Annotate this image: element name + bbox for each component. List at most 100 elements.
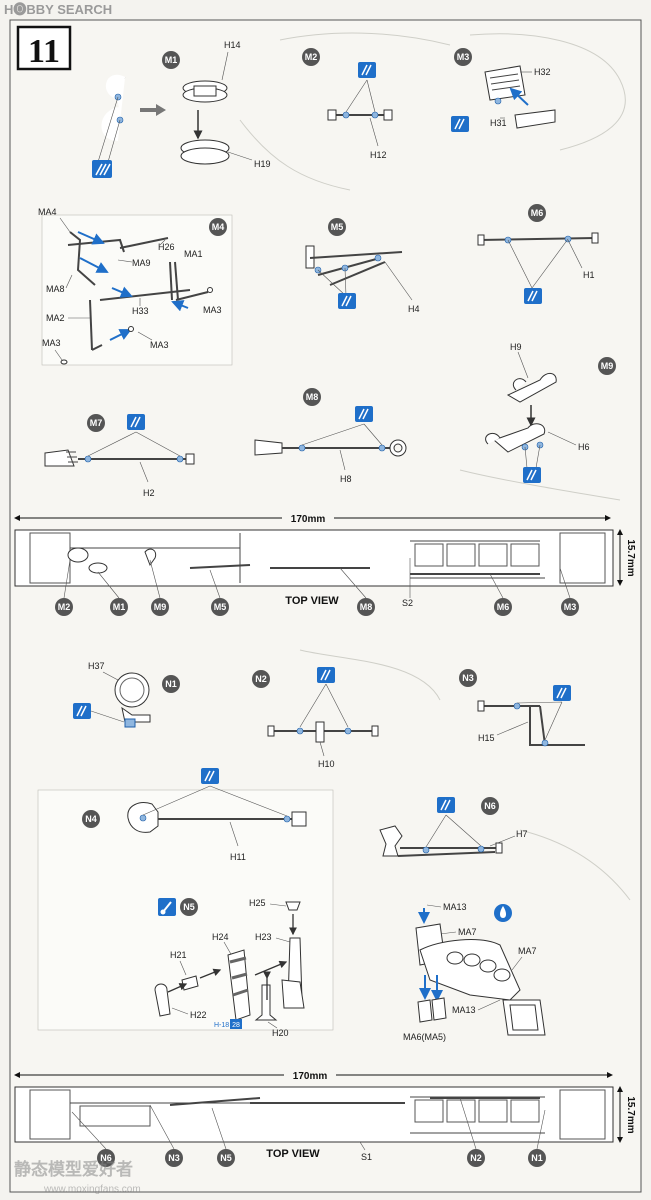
svg-text:N2: N2 [470, 1153, 482, 1163]
svg-text:MA13: MA13 [443, 902, 467, 912]
svg-text:H10: H10 [318, 759, 335, 769]
step-m9: M9 H9 H6 [485, 342, 616, 483]
svg-text:N5: N5 [220, 1153, 232, 1163]
step-n2: N2 H10 [252, 667, 379, 769]
svg-text:www.moxingfans.com: www.moxingfans.com [43, 1184, 141, 1195]
svg-text:N4: N4 [85, 814, 97, 824]
svg-text:M1: M1 [165, 55, 178, 65]
brand-logo: H🅞BBY SEARCH [0, 0, 170, 18]
svg-text:MA8: MA8 [46, 284, 65, 294]
step-m1: M1 H14 H19 [92, 40, 271, 178]
svg-text:H7: H7 [516, 829, 528, 839]
top-view-2: 170mm 15.7mm TOP VIEW S1 N6 N3 N5 N2 N1 [14, 1068, 636, 1167]
step-m4: M4 MA4 H26 MA1 MA9 MA8 H33 MA3 MA2 MA3 M… [38, 207, 227, 365]
glue-icon [355, 406, 373, 422]
svg-text:N1: N1 [531, 1153, 543, 1163]
svg-text:M6: M6 [497, 602, 510, 612]
svg-text:MA3: MA3 [42, 338, 61, 348]
svg-text:N3: N3 [168, 1153, 180, 1163]
svg-text:15.7mm: 15.7mm [625, 1096, 636, 1133]
svg-text:M2: M2 [305, 52, 318, 62]
svg-text:静态模型爱好者: 静态模型爱好者 [14, 1159, 133, 1180]
svg-text:15.7mm: 15.7mm [625, 539, 636, 576]
svg-text:H12: H12 [370, 150, 387, 160]
glue-icon [338, 293, 356, 309]
step-m8: M8 H8 [254, 388, 407, 484]
svg-text:N2: N2 [255, 674, 267, 684]
top-view-2-badges: N6 N3 N5 N2 N1 [71, 1097, 546, 1167]
svg-text:11: 11 [28, 33, 60, 70]
svg-text:M6: M6 [531, 208, 544, 218]
glue-icon [451, 116, 469, 132]
watermark: 静态模型爱好者 www.moxingfans.com [14, 1159, 141, 1195]
svg-text:M2: M2 [58, 602, 71, 612]
badge-m1 [162, 51, 180, 69]
svg-text:S1: S1 [361, 1152, 372, 1162]
step-m2: M2 H12 [302, 48, 393, 160]
svg-text:H2: H2 [143, 488, 155, 498]
step-m7: M7 H2 [44, 414, 195, 498]
glue-icon [358, 62, 376, 78]
svg-text:H37: H37 [88, 661, 105, 671]
svg-text:H23: H23 [255, 932, 272, 942]
svg-text:MA13: MA13 [452, 1005, 476, 1015]
svg-text:S2: S2 [402, 598, 413, 608]
step-n5: N5 H25 H24 H23 H21 H22 H20 H-18 28 [154, 898, 305, 1038]
svg-text:H6: H6 [578, 442, 590, 452]
glue-icon [127, 414, 145, 430]
paint-icon [158, 898, 176, 916]
svg-text:170mm: 170mm [291, 514, 326, 525]
svg-text:M8: M8 [360, 602, 373, 612]
step-n3: N3 H15 [459, 669, 585, 747]
svg-text:H21: H21 [170, 950, 187, 960]
svg-text:H9: H9 [510, 342, 522, 352]
background-sketch [37, 32, 631, 1031]
svg-text:M8: M8 [306, 392, 319, 402]
svg-text:H11: H11 [230, 852, 246, 862]
glue-icon [317, 667, 335, 683]
svg-text:H1: H1 [583, 270, 595, 280]
svg-text:M9: M9 [601, 361, 614, 371]
svg-text:H32: H32 [534, 67, 551, 77]
svg-text:MA7: MA7 [518, 946, 537, 956]
svg-text:H19: H19 [254, 159, 271, 169]
svg-text:N3: N3 [462, 673, 474, 683]
top-view-1-badges: M2 M1 M9 M5 M8 M6 M3 [55, 559, 579, 616]
glue-icon [92, 160, 112, 178]
svg-text:H24: H24 [212, 932, 229, 942]
svg-text:H-18: H-18 [214, 1022, 229, 1029]
svg-text:N1: N1 [165, 679, 177, 689]
svg-text:M9: M9 [154, 602, 167, 612]
svg-text:MA3: MA3 [203, 305, 222, 315]
svg-text:N6: N6 [100, 1153, 112, 1163]
svg-text:H20: H20 [272, 1028, 289, 1038]
svg-text:TOP VIEW: TOP VIEW [285, 595, 339, 607]
glue-icon [201, 768, 219, 784]
svg-text:H14: H14 [224, 40, 241, 50]
svg-text:M7: M7 [90, 418, 103, 428]
svg-text:H8: H8 [340, 474, 352, 484]
svg-text:28: 28 [232, 1022, 240, 1029]
glue-icon [73, 703, 91, 719]
svg-text:H33: H33 [132, 306, 149, 316]
glue-icon [553, 685, 571, 701]
svg-text:H15: H15 [478, 733, 495, 743]
svg-text:M3: M3 [457, 52, 470, 62]
svg-text:H🅞BBY SEARCH: H🅞BBY SEARCH [4, 2, 112, 17]
svg-text:MA7: MA7 [458, 927, 477, 937]
svg-text:MA4: MA4 [38, 207, 57, 217]
svg-text:M5: M5 [214, 602, 227, 612]
svg-text:M3: M3 [564, 602, 577, 612]
step-m5: M5 H4 [305, 218, 420, 314]
svg-text:H31: H31 [490, 118, 507, 128]
svg-text:M1: M1 [113, 602, 126, 612]
step-ma: MA13 MA7 MA7 MA13 MA6(MA5) [403, 902, 546, 1042]
top-view-1: 170mm 15.7mm TOP VIEW S2 M2 M1 M9 M5 M8 … [14, 511, 636, 616]
step-m3: M3 H32 H31 [451, 48, 556, 132]
svg-text:TOP VIEW: TOP VIEW [266, 1148, 320, 1160]
step-m6: M6 H1 [477, 204, 599, 304]
glue-icon [523, 467, 541, 483]
svg-text:MA2: MA2 [46, 313, 65, 323]
